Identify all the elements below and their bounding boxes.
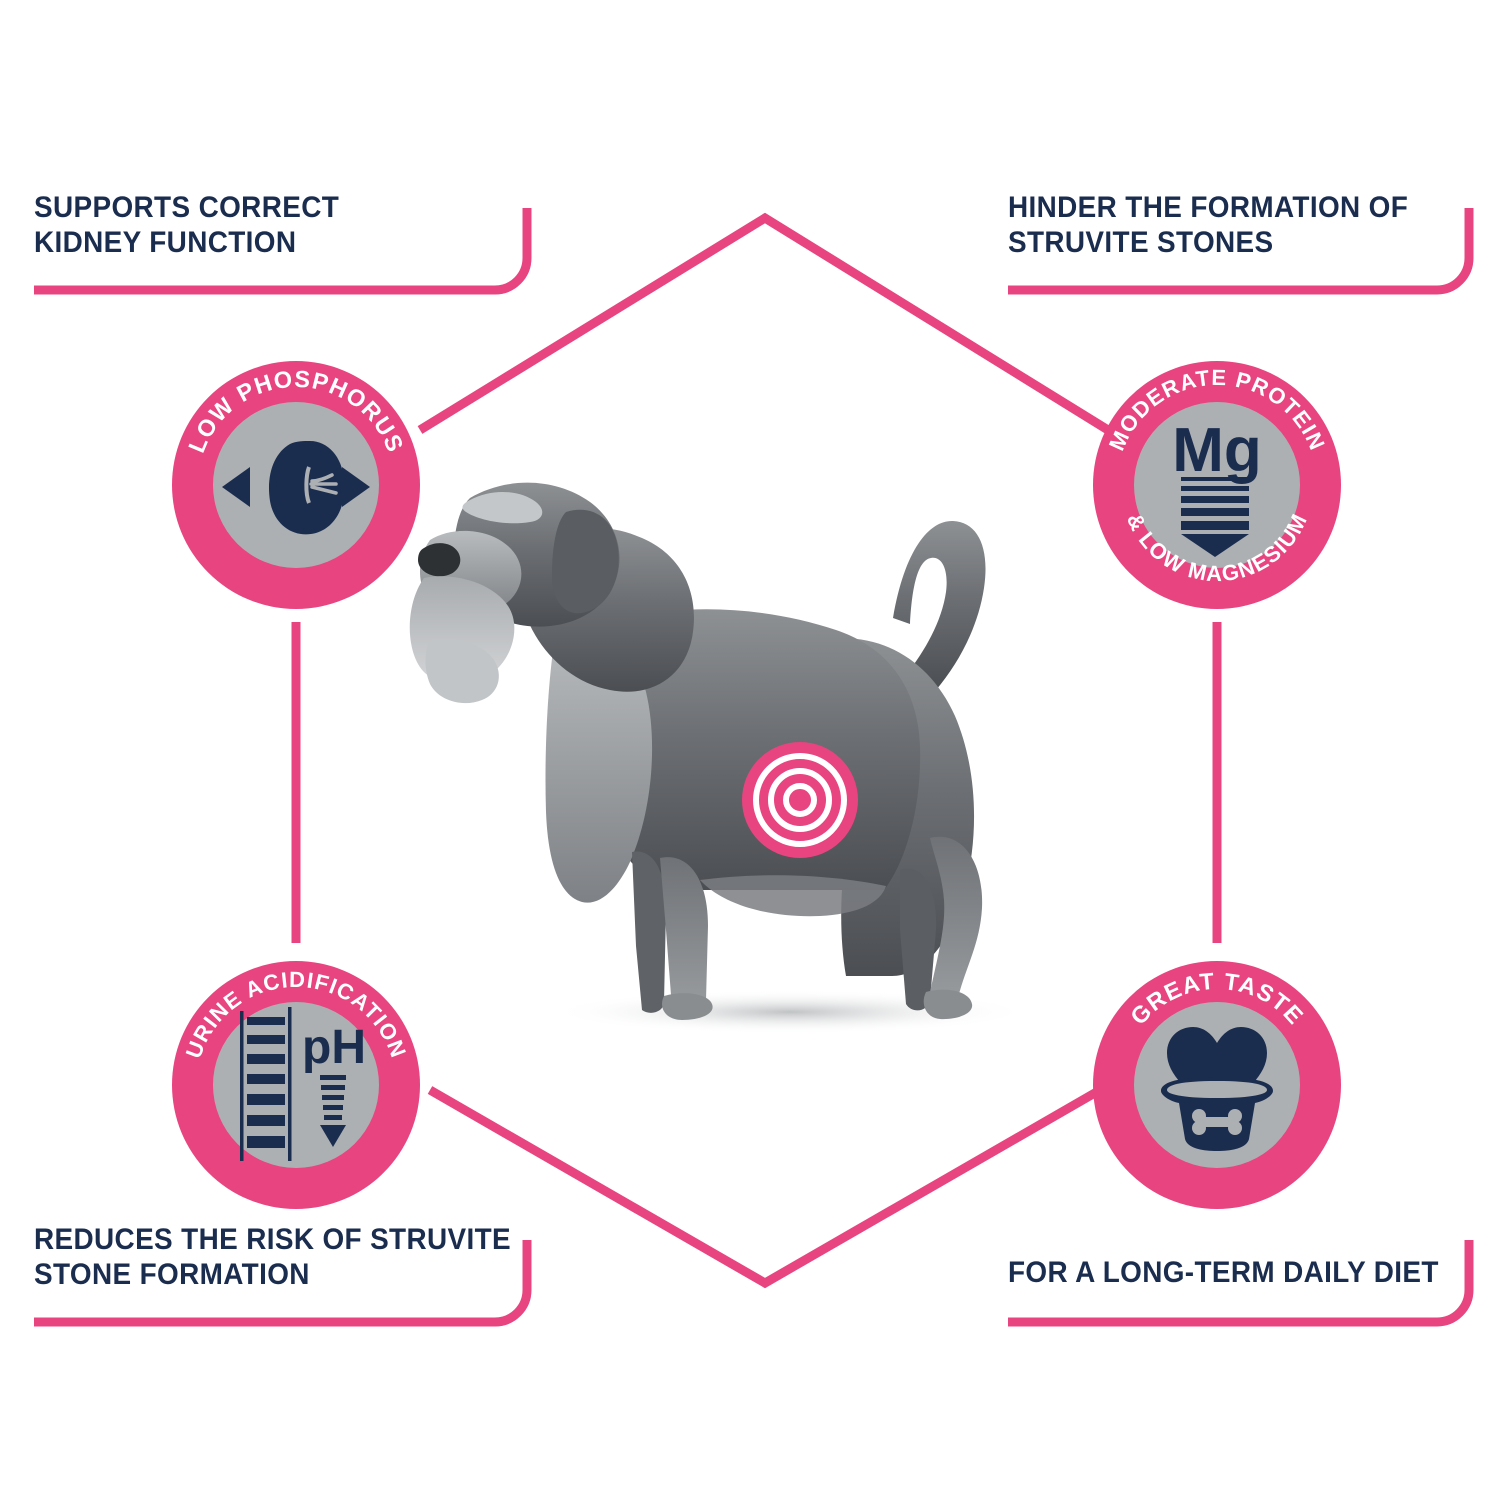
label-rule-bottom-right	[1008, 1240, 1474, 1327]
magnesium-down-arrow-icon: Mg	[1172, 416, 1262, 557]
label-rule-top-right	[1008, 208, 1474, 295]
connector-bottom-chevron	[427, 1086, 1103, 1289]
ph-symbol-text: pH	[302, 1021, 366, 1074]
ph-scale-down-arrow-icon: pH	[240, 1007, 366, 1161]
concentric-target-rings-icon	[742, 742, 858, 858]
callout-supports-kidney-function: SUPPORTS CORRECT KIDNEY FUNCTION	[34, 191, 340, 260]
callout-long-term-daily-diet: FOR A LONG-TERM DAILY DIET	[1008, 1256, 1439, 1289]
kidney-with-inward-arrows-icon	[222, 441, 370, 535]
magnesium-symbol-text: Mg	[1172, 416, 1262, 485]
callout-reduces-struvite-risk: REDUCES THE RISK OF STRUVITE STONE FORMA…	[34, 1223, 512, 1292]
label-rule-bottom-left	[34, 1240, 532, 1327]
food-bowl-with-heart-icon	[1161, 1027, 1273, 1151]
label-rule-top-left	[34, 208, 532, 295]
callout-hinder-struvite-stones: HINDER THE FORMATION OF STRUVITE STONES	[1008, 191, 1409, 260]
connector-top-chevron	[417, 212, 1111, 434]
